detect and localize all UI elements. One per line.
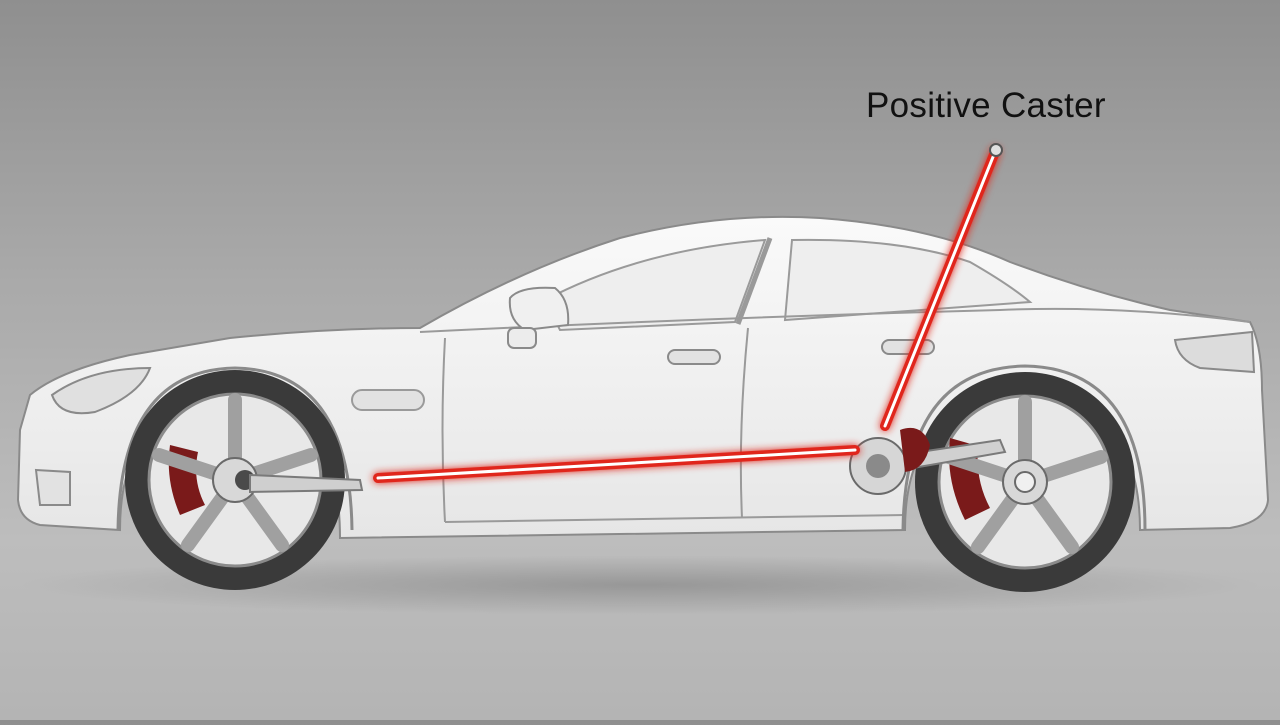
rear-door-handle bbox=[881, 339, 935, 355]
front-window bbox=[543, 238, 767, 332]
mirror-stalk bbox=[507, 327, 537, 349]
tail-light bbox=[1173, 330, 1256, 374]
rocker-line bbox=[444, 514, 906, 523]
headlight bbox=[50, 366, 152, 415]
front-door-handle bbox=[667, 349, 721, 365]
front-wheel bbox=[125, 370, 345, 590]
upper-pivot-point bbox=[989, 143, 1003, 157]
rear-door-seam bbox=[739, 327, 749, 519]
b-pillar bbox=[735, 237, 773, 325]
side-mirror bbox=[508, 286, 570, 332]
front-door-seam bbox=[441, 337, 446, 523]
positive-caster-label: Positive Caster bbox=[866, 86, 1106, 125]
front-wheel-arch bbox=[116, 366, 354, 531]
side-marker bbox=[351, 389, 425, 411]
front-intake bbox=[34, 468, 71, 506]
ground-shadow bbox=[20, 555, 1260, 615]
suspension-knuckle bbox=[849, 427, 1007, 495]
rear-window bbox=[783, 238, 1033, 322]
rear-wheel bbox=[915, 372, 1135, 592]
front-control-arm bbox=[249, 473, 364, 494]
